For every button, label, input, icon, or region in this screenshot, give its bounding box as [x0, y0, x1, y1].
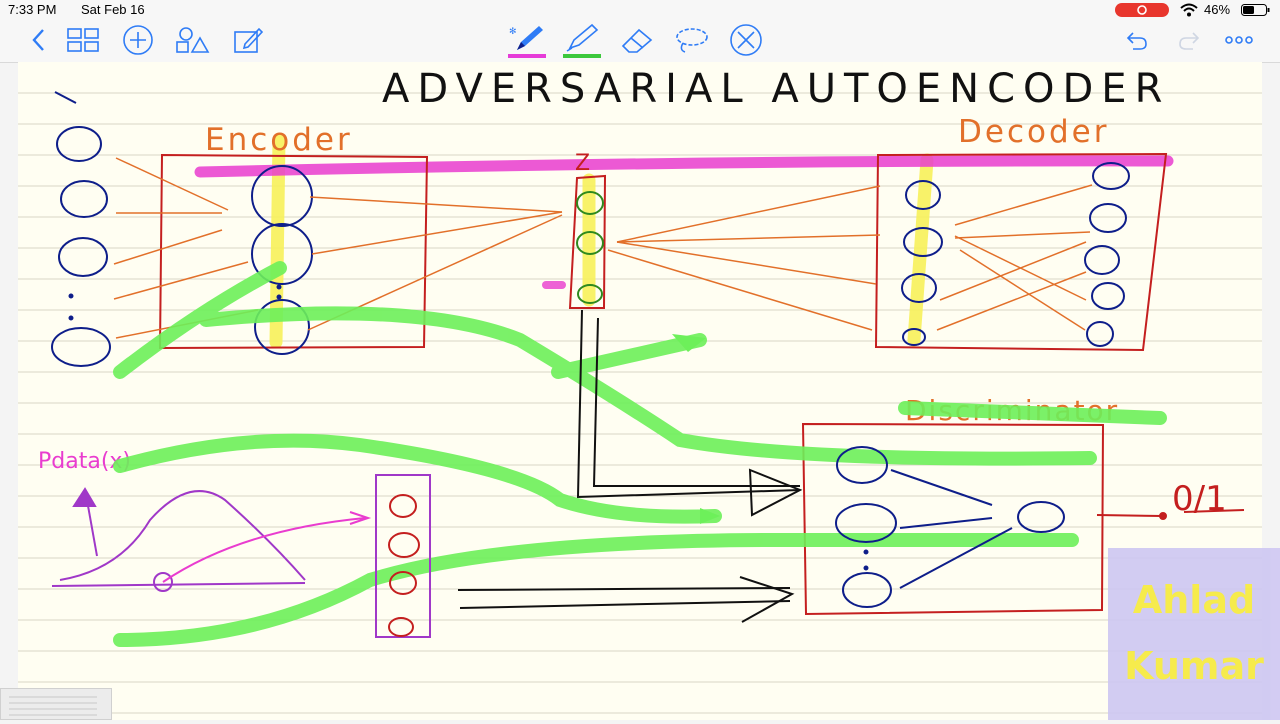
lasso-tool-button[interactable] [671, 20, 711, 60]
green-curves [113, 261, 1167, 647]
status-date: Sat Feb 16 [81, 2, 145, 17]
status-bar: 7:33 PM Sat Feb 16 46% [0, 0, 1280, 20]
close-tool-icon [730, 24, 762, 56]
eraser-tool-button[interactable] [617, 20, 657, 60]
latent-z-label: Z [575, 151, 590, 176]
magenta-highlight-bar [194, 155, 1174, 178]
pen-tool-icon: ✻ [508, 26, 546, 58]
note-page[interactable]: ADVERSARIAL AUTOENCODER Encoder Decoder … [18, 62, 1262, 720]
battery-icon [1241, 4, 1270, 16]
back-chevron-icon [32, 29, 44, 51]
more-icon [1225, 36, 1253, 44]
highlighter-tool-button[interactable] [561, 20, 603, 60]
encoder-label: Encoder [205, 122, 353, 158]
decoder-highlight [907, 153, 934, 347]
edit-note-button[interactable] [228, 20, 266, 60]
undo-icon [1126, 32, 1147, 50]
undo-button[interactable] [1122, 20, 1150, 60]
close-tool-button[interactable] [726, 20, 766, 60]
status-time: 7:33 PM [8, 2, 57, 17]
output-label: 0/1 [1172, 479, 1227, 519]
shapes-button[interactable] [173, 20, 211, 60]
decoder-label: Decoder [958, 114, 1109, 150]
shapes-icon [176, 27, 210, 53]
latent-box [568, 174, 607, 309]
redo-button[interactable] [1176, 20, 1204, 60]
note-title: ADVERSARIAL AUTOENCODER [382, 66, 1170, 112]
svg-text:✻: ✻ [509, 27, 517, 37]
pdata-distribution [51, 487, 306, 592]
ruled-lines [18, 92, 1262, 714]
edit-note-icon [234, 27, 263, 53]
battery-percent: 46% [1204, 2, 1231, 17]
more-button[interactable] [1222, 20, 1256, 60]
page-lines-icon [9, 696, 97, 716]
lasso-tool-icon [676, 28, 708, 53]
back-button[interactable] [24, 20, 52, 60]
handwritten-drawing: ADVERSARIAL AUTOENCODER Encoder Decoder … [18, 66, 1262, 714]
input-nodes [51, 91, 111, 367]
wifi-icon [1180, 3, 1198, 17]
watermark-line1: Ahlad [1132, 578, 1256, 622]
grid-view-button[interactable] [64, 20, 102, 60]
prior-sample-nodes [388, 494, 420, 637]
encoder-box [158, 153, 429, 350]
watermark: Ahlad Kumar [1108, 548, 1280, 720]
recording-indicator-icon [1115, 3, 1169, 17]
decoder-box [874, 152, 1168, 352]
page-thumbnail[interactable] [0, 688, 112, 720]
add-page-button[interactable] [119, 20, 157, 60]
grid-view-icon [67, 28, 99, 52]
add-page-icon [123, 25, 153, 55]
discriminator-box [801, 422, 1105, 616]
decoder-nodes [901, 162, 1130, 347]
discriminator-nodes [835, 446, 1065, 608]
watermark-line2: Kumar [1124, 644, 1264, 688]
black-arrows [457, 309, 803, 623]
prior-sample-box [375, 474, 431, 638]
highlighter-tool-icon [563, 23, 601, 58]
eraser-tool-icon [621, 28, 653, 53]
pen-tool-button[interactable]: ✻ [506, 20, 548, 60]
latent-nodes [576, 191, 604, 304]
redo-icon [1179, 32, 1200, 50]
toolbar: ✻ [0, 20, 1280, 63]
orange-connections [113, 157, 1093, 339]
